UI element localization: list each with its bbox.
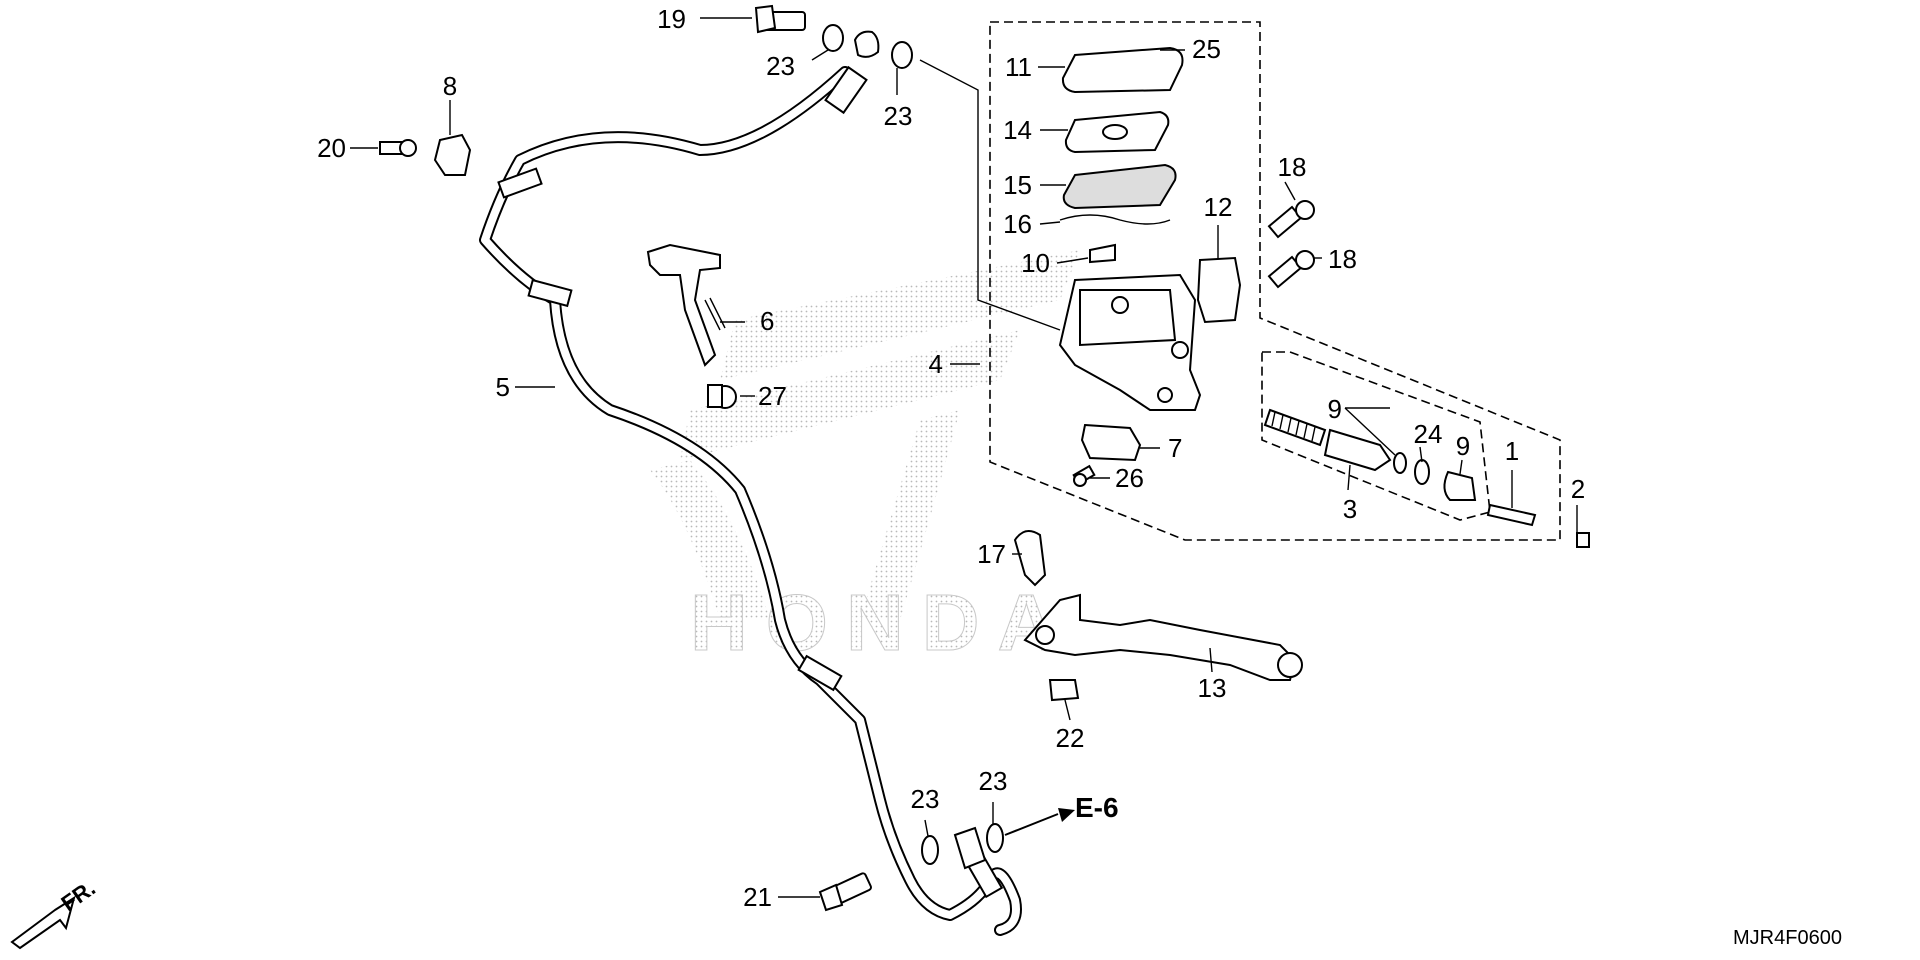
bolt-20: [379, 139, 417, 157]
diaphragm: [1062, 163, 1177, 210]
screw-26: [1072, 464, 1096, 487]
piston: [1323, 428, 1392, 472]
callout-21-upper: 19: [657, 4, 686, 34]
callout-15: 15: [1003, 170, 1032, 200]
callout-18-b: 18: [1328, 244, 1357, 274]
callout-22: 22: [1056, 723, 1085, 753]
clutch-switch: [1080, 423, 1142, 462]
callout-23-b: 23: [884, 101, 913, 131]
callout-14: 14: [1003, 115, 1032, 145]
callout-20: 20: [317, 133, 346, 163]
callout-23-d: 23: [979, 766, 1008, 796]
banjo-bolt-lower: [818, 872, 872, 912]
reference-label: E-6: [1075, 792, 1119, 823]
washer-lower-2: [986, 823, 1004, 853]
bolt-18-upper: [1267, 200, 1315, 239]
callout-5: 5: [496, 372, 510, 402]
clip: [1059, 214, 1171, 225]
bracket-spring: [704, 297, 726, 331]
bolt-27: [707, 384, 737, 409]
callout-1: 1: [1505, 436, 1519, 466]
callout-16: 16: [1003, 209, 1032, 239]
callout-9: 9: [1456, 431, 1470, 461]
reservoir-cap: [1061, 46, 1184, 94]
callout-2: 2: [1571, 474, 1585, 504]
hose-bracket: [646, 243, 721, 367]
screw-10: [1089, 243, 1116, 264]
callout-6: 6: [760, 306, 774, 336]
watermark-text: HONDA: [690, 578, 1073, 667]
pivot-1: [1486, 503, 1537, 527]
lever-nut: [1048, 679, 1080, 702]
callout-25: 25: [1192, 34, 1221, 64]
callout-23-a: 23: [766, 51, 795, 81]
callout-26: 26: [1115, 463, 1144, 493]
bolt-18-lower: [1267, 250, 1315, 289]
callout-labels: 19 23 23 11 25 14 15 16 10 12 18 18 4 5 …: [317, 4, 1585, 912]
washer-upper-1: [822, 24, 844, 52]
o-ring-13: [1393, 452, 1407, 474]
callout-24: 24: [1414, 419, 1443, 449]
banjo-bolt-upper: [754, 4, 806, 34]
hose-clamp: [433, 133, 472, 176]
callout-17: 13: [1198, 673, 1227, 703]
callout-23-c: 23: [911, 784, 940, 814]
holder: [1196, 256, 1242, 324]
callout-7: 7: [1168, 433, 1182, 463]
callout-19: 17: [977, 539, 1006, 569]
reference-arrow: [1004, 813, 1059, 836]
hose-bracket-line: [919, 59, 1061, 331]
piston-set-outline: [1261, 351, 1491, 521]
honda-watermark: HONDA: [650, 250, 1080, 668]
diagram-code: MJR4F0600: [1733, 927, 1842, 949]
banjo-fitting: [853, 30, 880, 58]
boot-9: [1443, 470, 1477, 501]
callout-11: 11: [1005, 52, 1032, 82]
o-ring-24: [1414, 459, 1430, 485]
callout-10: 10: [1021, 248, 1050, 278]
callout-27: 27: [758, 381, 787, 411]
callout-4: 4: [929, 349, 943, 379]
callout-21-lower: 21: [743, 882, 772, 912]
clutch-hose: [479, 65, 1022, 936]
front-arrow-icon: [10, 895, 76, 950]
nut-2: [1576, 532, 1590, 548]
assembly-outline: [989, 21, 1561, 541]
lever-pivot-bolt: [1013, 530, 1047, 587]
clutch-lever: [1023, 593, 1297, 681]
master-cylinder-body: [1058, 273, 1202, 411]
callout-13: 9: [1328, 394, 1342, 424]
hose-end-fitting: [953, 826, 987, 870]
callout-3: 3: [1343, 494, 1357, 524]
washer-lower-1: [921, 835, 939, 865]
leader-lines: [350, 17, 1578, 898]
callout-8: 8: [443, 71, 457, 101]
callout-12: 12: [1204, 192, 1233, 222]
washer-upper-2: [891, 41, 913, 69]
piston-spring: [1263, 408, 1327, 447]
callout-18-a: 18: [1278, 152, 1307, 182]
